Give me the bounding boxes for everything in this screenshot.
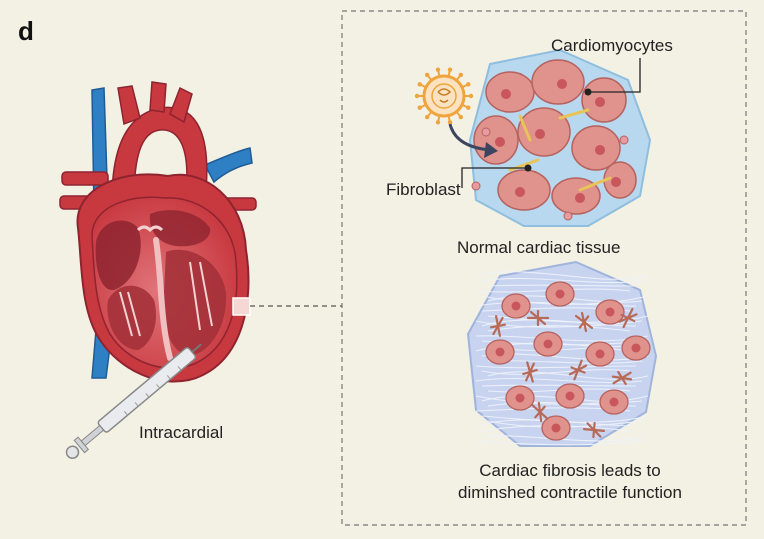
cardiomyocyte-nucleus xyxy=(511,301,521,311)
septum xyxy=(153,237,173,361)
aortic-branch-2 xyxy=(149,81,167,113)
activated-fibroblast xyxy=(522,361,538,383)
syringe xyxy=(65,343,202,460)
fibroblast-leader xyxy=(461,167,526,188)
tissue-sample-marker xyxy=(232,297,251,316)
activated-fibroblast xyxy=(582,421,606,439)
detail-panel-border xyxy=(341,10,747,526)
cardiomyocyte-nucleus xyxy=(535,129,545,139)
syringe-plunger-rod xyxy=(80,424,105,447)
virus-particle xyxy=(414,67,474,125)
cardiomyocyte-nucleus xyxy=(605,307,615,317)
collagen-fiber xyxy=(481,384,637,387)
fibroblast-streak-1 xyxy=(508,108,612,192)
virus-spike-tip xyxy=(417,82,422,87)
cardiomyocyte-nucleus xyxy=(595,349,605,359)
activated-fibroblast xyxy=(526,309,550,327)
cardiomyocytes-leader xyxy=(590,58,641,93)
left-atrium xyxy=(149,210,211,247)
virus-spike-tip xyxy=(424,72,430,78)
cardiomyocyte-nucleus xyxy=(543,339,553,349)
virus-spike-tip xyxy=(447,67,453,72)
activated-fibroblast xyxy=(618,307,638,329)
collagen-fiber xyxy=(475,440,643,446)
normal-tissue-illustration xyxy=(468,48,652,227)
syringe-thumb xyxy=(65,445,80,460)
syringe-scale xyxy=(123,366,182,416)
cardiomyocyte-nucleus xyxy=(551,423,561,433)
cardiomyocyte-nucleus xyxy=(575,193,585,203)
fibroblast-cell xyxy=(471,181,481,191)
cardiomyocyte-nucleus xyxy=(501,89,511,99)
collagen-fiber xyxy=(481,277,643,284)
fibrosis-caption: Cardiac fibrosis leads to diminshed cont… xyxy=(420,460,720,504)
fibroblast-label: Fibroblast xyxy=(386,180,461,199)
virus-spike-tip xyxy=(447,120,453,125)
right-atrium xyxy=(95,220,141,291)
cardiomyocyte-nucleus xyxy=(565,391,575,401)
collagen-fiber xyxy=(475,365,637,369)
virus-spike-tip xyxy=(424,114,430,120)
virus-spike-tip xyxy=(458,114,464,120)
cardiomyocyte-nucleus xyxy=(495,347,505,357)
cardiomyocyte-nucleus xyxy=(515,187,525,197)
virus-spike-tip xyxy=(468,93,474,99)
virus-spike-tip xyxy=(466,82,471,87)
virus-spike-tip xyxy=(414,93,420,99)
panel-letter: d xyxy=(18,16,34,46)
pulmonary-artery-right xyxy=(203,147,253,184)
activated-fibroblast xyxy=(611,370,633,386)
virus-spike-tip xyxy=(458,72,464,78)
left-ventricle xyxy=(163,249,227,356)
fibrosis-caption-line-2: diminshed contractile function xyxy=(458,483,682,502)
activated-fibroblast xyxy=(531,401,549,423)
cardiomyocyte-nucleus xyxy=(515,393,525,403)
virus-spike-tip xyxy=(435,67,441,72)
collagen-fiber xyxy=(475,320,643,328)
cardiomyocyte-nucleus xyxy=(495,137,505,147)
heart-illustration xyxy=(59,81,257,383)
activated-fibroblast xyxy=(574,311,594,333)
aortic-branch-1 xyxy=(117,85,141,126)
syringe-plunger-cap xyxy=(73,436,90,454)
fibroblast-cell xyxy=(619,135,629,145)
collagen-fiber xyxy=(487,435,649,442)
aortic-branch-3 xyxy=(169,86,193,124)
pulmonary-vein-left xyxy=(61,171,109,186)
virus-spike-tip xyxy=(417,105,422,110)
virus-spike-tip xyxy=(435,120,441,125)
virus-spike-tip xyxy=(466,105,471,110)
cardiomyocyte-nucleus xyxy=(557,79,567,89)
cardiomyocyte-nucleus xyxy=(595,97,605,107)
cardiomyocyte-nucleus xyxy=(555,289,565,299)
cardiomyocytes-label: Cardiomyocytes xyxy=(551,36,673,55)
fibroblast-cell xyxy=(563,211,573,221)
collagen-fiber xyxy=(475,271,649,280)
cardiomyocytes-leader-dot xyxy=(584,88,592,96)
injection-label: Intracardial xyxy=(139,423,224,442)
syringe-needle xyxy=(191,343,202,353)
valve xyxy=(136,225,164,233)
activated-fibroblast xyxy=(568,359,588,381)
right-ventricle xyxy=(107,285,157,350)
cardiomyocyte-nucleus xyxy=(609,397,619,407)
fibrosis-caption-line-1: Cardiac fibrosis leads to xyxy=(479,461,661,480)
cardiomyocyte-nucleus xyxy=(611,177,621,187)
normal-tissue-label: Normal cardiac tissue xyxy=(457,238,621,257)
activated-fibroblast xyxy=(490,315,506,337)
collagen-fiber xyxy=(487,325,631,332)
transduction-arrow xyxy=(448,123,491,152)
fibroblast-cell xyxy=(481,127,491,137)
cardiomyocyte-nucleus xyxy=(631,343,641,353)
fibrotic-tissue-illustration xyxy=(466,260,658,447)
transduction-arrowhead xyxy=(484,142,498,158)
fibroblast-leader-dot xyxy=(524,164,532,172)
chordae-1 xyxy=(119,261,213,337)
cardiomyocyte-nucleus xyxy=(595,145,605,155)
